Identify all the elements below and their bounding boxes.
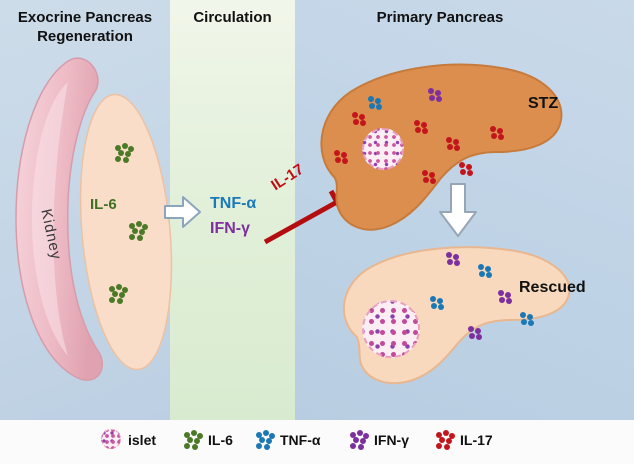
legend-label-il17: IL-17	[460, 432, 493, 448]
il6-dots-icon	[115, 145, 121, 151]
il17-dots-icon	[352, 112, 358, 118]
right-arrow-icon	[164, 196, 201, 228]
il17-dots-icon	[490, 126, 496, 132]
kidney-shape	[15, 57, 103, 381]
ifn-gamma-label: IFN-γ	[210, 220, 250, 237]
il17-dots-icon	[422, 170, 428, 176]
left-panel-title-line2: Regeneration	[37, 28, 133, 45]
ifn-dots-icon	[446, 252, 452, 258]
down-arrow-icon	[439, 183, 477, 237]
right-panel-title: Primary Pancreas	[376, 9, 504, 26]
tnf-dots-icon	[520, 312, 526, 318]
ifn-dots-icon	[468, 326, 474, 332]
tnf-dots-icon	[368, 96, 374, 102]
il17-dots-icon	[436, 432, 442, 438]
left-panel-title-line1: Exocrine Pancreas	[17, 9, 153, 26]
islet-icon	[362, 128, 404, 170]
islet-icon	[362, 300, 420, 358]
ifn-dots-icon	[350, 432, 356, 438]
il17-dots-icon	[446, 137, 452, 143]
tnf-alpha-label: TNF-α	[210, 195, 257, 212]
stz-label: STZ	[528, 95, 559, 112]
legend-label-ifn: IFN-γ	[374, 432, 409, 448]
il6-label: IL-6	[90, 196, 117, 213]
il6-dots-icon	[129, 223, 135, 229]
legend-label-tnf: TNF-α	[280, 432, 321, 448]
ifn-dots-icon	[428, 88, 434, 94]
circulation-title: Circulation	[193, 9, 272, 26]
il6-dots-icon	[109, 286, 115, 292]
left-panel-title: Exocrine Pancreas Regeneration	[0, 8, 170, 46]
islet-icon	[101, 429, 121, 449]
tnf-dots-icon	[430, 296, 436, 302]
stz-pancreas-shape	[320, 63, 563, 231]
exocrine-pancreas-shape	[79, 93, 173, 371]
il17-dots-icon	[414, 120, 420, 126]
tnf-dots-icon	[256, 432, 262, 438]
legend-label-islet: islet	[128, 432, 157, 448]
rescued-label: Rescued	[519, 279, 586, 296]
il17-dots-icon	[459, 162, 465, 168]
legend-label-il6: IL-6	[208, 432, 233, 448]
ifn-dots-icon	[498, 290, 504, 296]
il6-dots-icon	[184, 432, 190, 438]
tnf-dots-icon	[478, 264, 484, 270]
il17-dots-icon	[334, 150, 340, 156]
